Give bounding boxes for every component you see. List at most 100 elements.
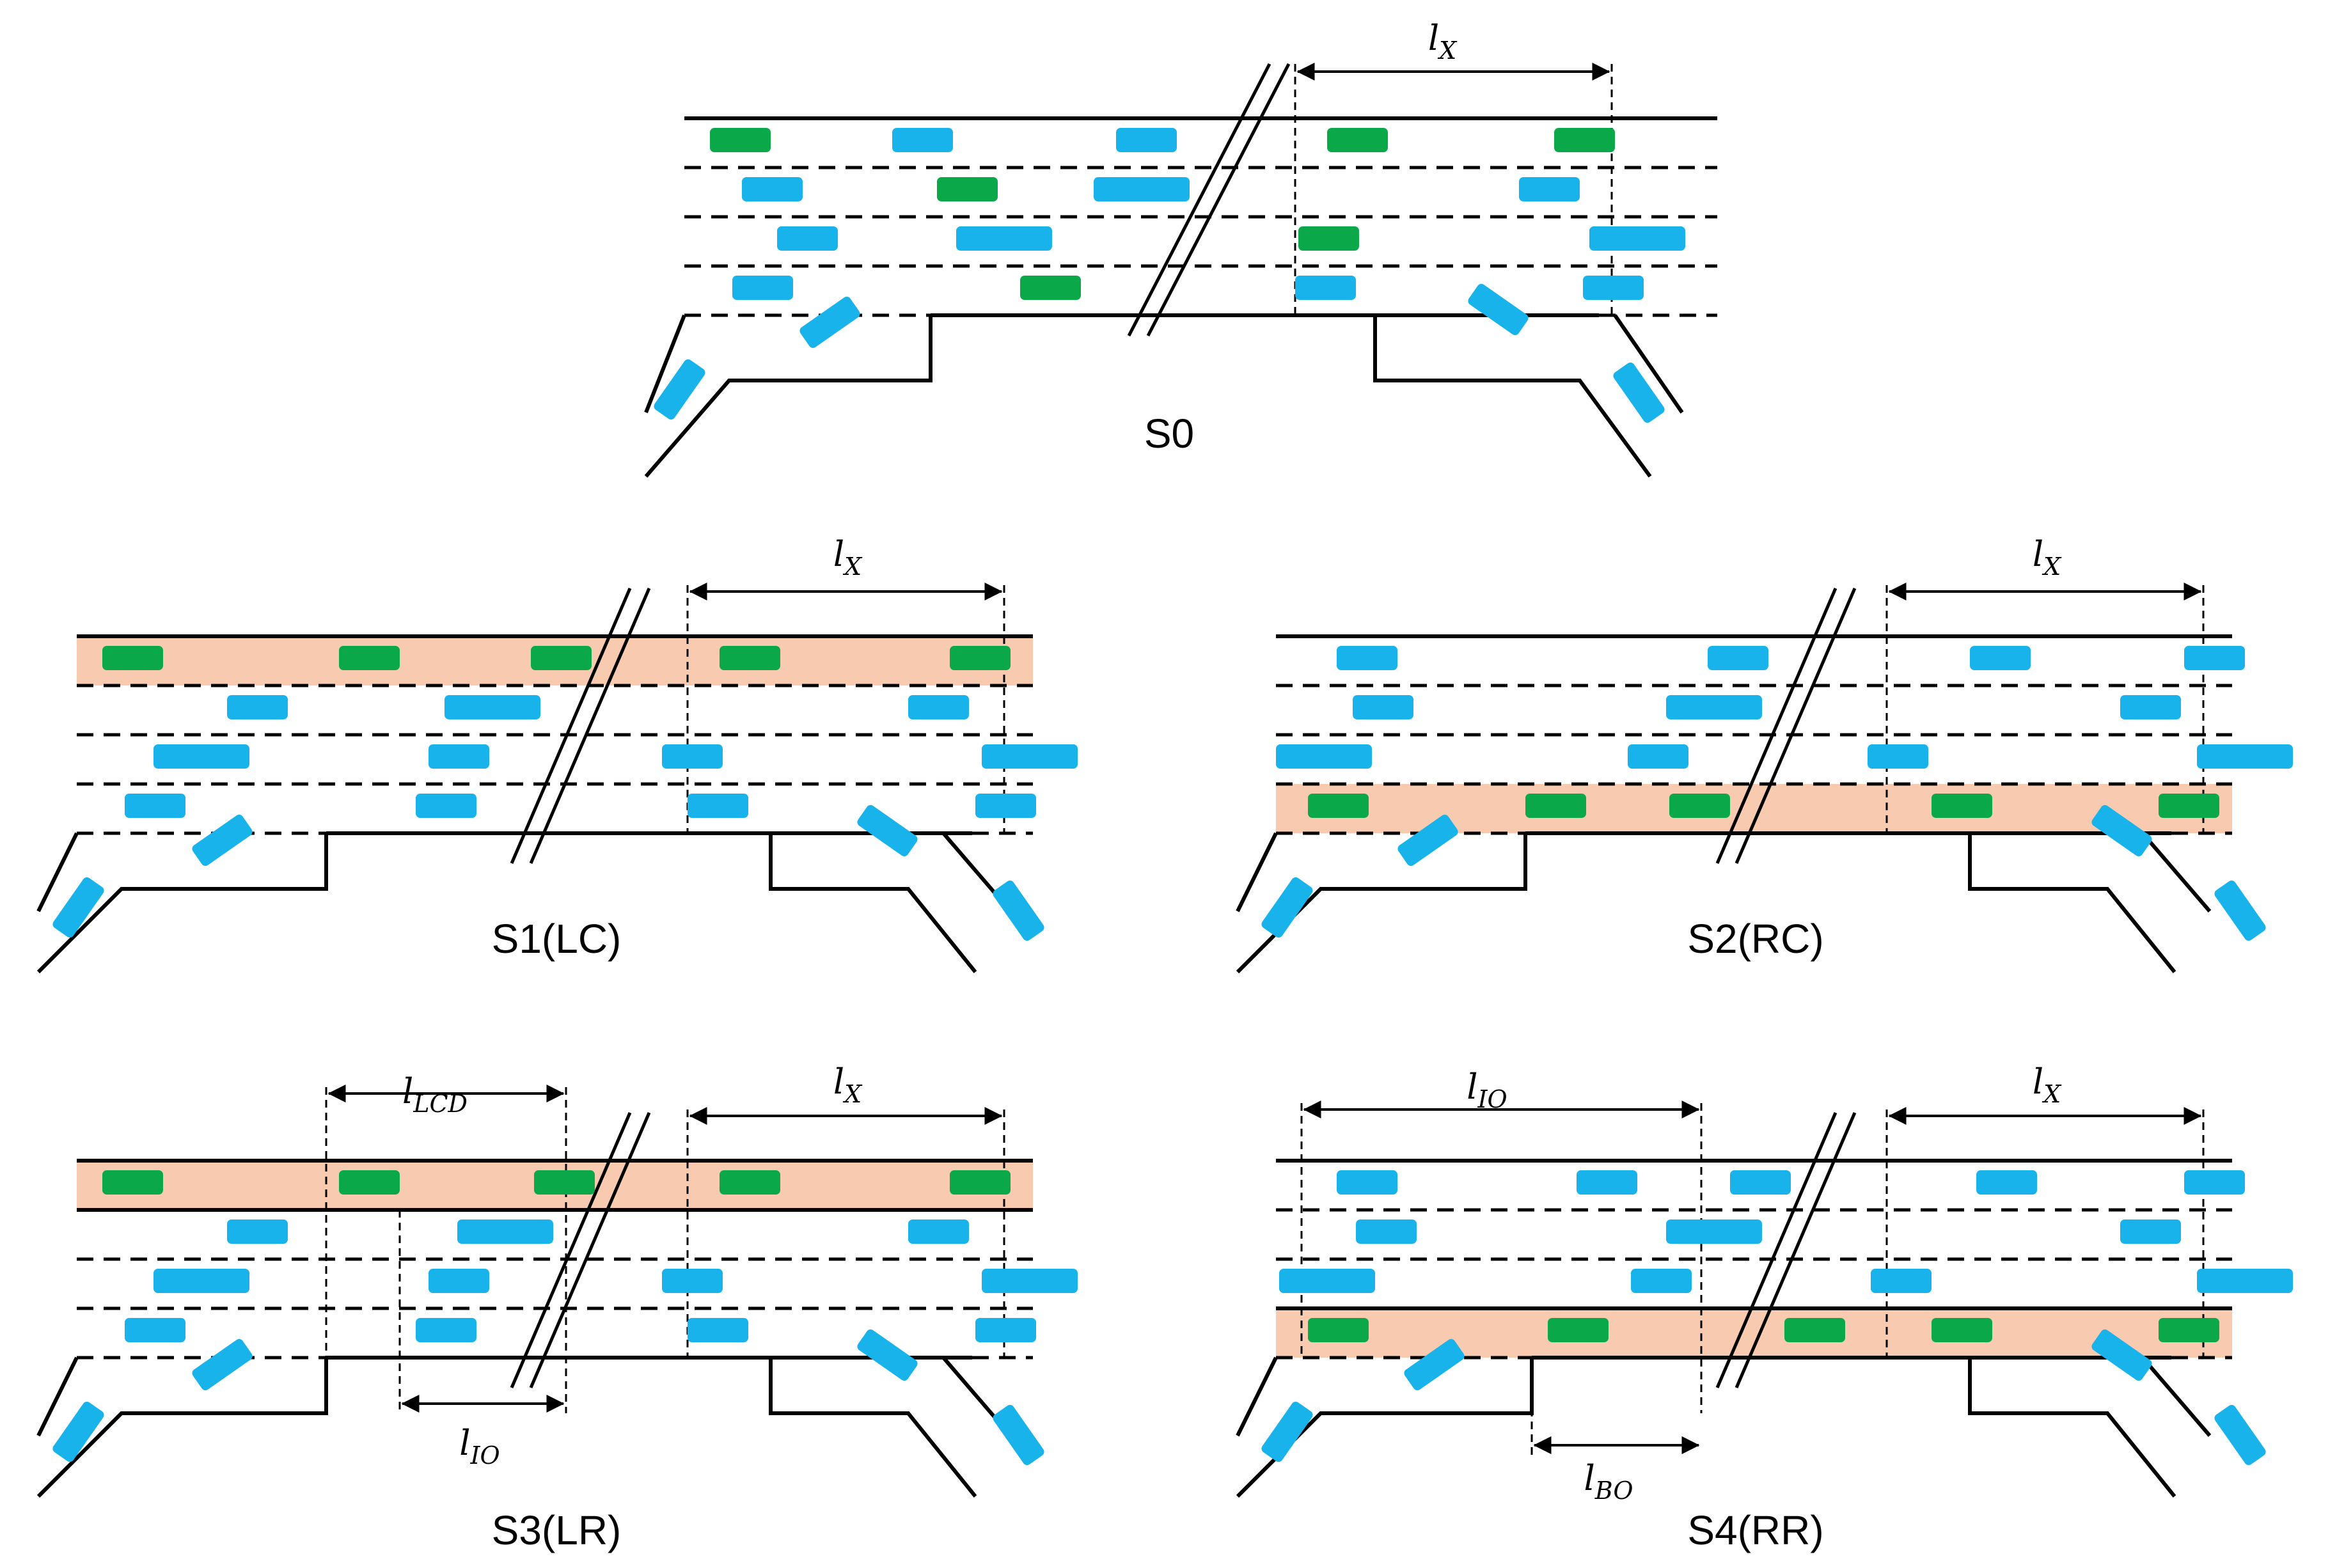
car-blue-diverging	[1468, 283, 1529, 336]
scenario-s0	[644, 63, 1717, 478]
car-green	[102, 1170, 163, 1195]
car-blue	[2184, 1170, 2245, 1195]
car-blue	[1337, 1170, 1397, 1195]
car-blue	[1276, 744, 1372, 769]
on-ramp-inner	[36, 833, 328, 974]
car-blue	[52, 1401, 104, 1462]
off-ramp-outer	[1613, 314, 1684, 414]
car-blue	[1404, 1338, 1465, 1391]
car-blue	[1397, 814, 1458, 866]
car-blue	[1970, 646, 2031, 670]
scenario-title-s4: S4(RR)	[1687, 1507, 1823, 1553]
break-line-2	[529, 588, 651, 864]
car-blue	[227, 1219, 288, 1244]
dim-label-s0-x: lX	[1428, 18, 1458, 65]
car-blue	[1116, 128, 1177, 152]
scenario-s3	[36, 1085, 1078, 1498]
scenario-title-s1: S1(LC)	[492, 916, 622, 962]
car-green	[1525, 794, 1586, 818]
car-green	[950, 1170, 1011, 1195]
car-green	[1669, 794, 1730, 818]
car-blue	[1519, 177, 1580, 201]
dim-label-s3-lcd: lLCD	[402, 1071, 468, 1118]
car-blue	[956, 226, 1052, 251]
car-blue	[2197, 744, 2293, 769]
dim-label-s4-x: lX	[2033, 1062, 2062, 1108]
car-blue	[2091, 1329, 2152, 1381]
car-blue	[857, 1329, 918, 1381]
car-blue	[777, 226, 838, 251]
car-green	[710, 128, 771, 152]
car-green	[339, 646, 400, 670]
car-green	[937, 177, 998, 201]
on-ramp-inner	[644, 315, 932, 478]
car-green	[720, 1170, 780, 1195]
on-ramp-outer	[36, 1356, 79, 1437]
car-blue	[2214, 1404, 2266, 1466]
break-line-2	[1735, 1112, 1857, 1388]
car-blue	[125, 1318, 185, 1342]
car-blue	[429, 1269, 489, 1293]
car-blue	[1295, 276, 1356, 300]
car-blue	[192, 1338, 253, 1391]
car-green	[1932, 1318, 1992, 1342]
car-blue	[227, 695, 288, 719]
car-blue	[993, 1404, 1044, 1466]
car-blue	[416, 1318, 476, 1342]
car-blue	[1261, 1401, 1313, 1462]
on-ramp-outer	[36, 832, 79, 913]
car-blue	[662, 1269, 723, 1293]
dim-label-s4-bo: lBO	[1584, 1458, 1633, 1505]
scenario-s4	[1236, 1101, 2293, 1498]
car-blue	[445, 695, 540, 719]
break-line-2	[1735, 588, 1857, 864]
scenario-s1	[36, 583, 1078, 974]
car-blue	[1868, 744, 1928, 769]
car-blue	[975, 1318, 1036, 1342]
on-ramp-outer	[1236, 832, 1278, 913]
car-blue-onramp	[654, 359, 705, 420]
car-blue	[908, 695, 969, 719]
off-ramp-inner	[769, 833, 977, 973]
car-blue	[1871, 1269, 1932, 1293]
car-green	[534, 1170, 595, 1195]
car-blue	[1631, 1269, 1692, 1293]
car-blue	[1708, 646, 1768, 670]
car-blue	[2120, 1219, 2181, 1244]
car-blue	[1666, 695, 1762, 719]
car-blue-offramp	[1613, 362, 1665, 423]
car-blue	[153, 744, 249, 769]
car-green	[1548, 1318, 1609, 1342]
car-blue	[688, 794, 748, 818]
scenario-s2	[1236, 583, 2293, 974]
scenario-title-s3: S3(LR)	[492, 1507, 622, 1553]
car-blue	[892, 128, 953, 152]
car-blue-merging	[799, 296, 860, 349]
on-ramp-outer	[644, 314, 686, 414]
off-ramp-inner	[1968, 1358, 2176, 1498]
dim-label-s3-x: lX	[833, 1062, 863, 1108]
car-blue	[1666, 1219, 1762, 1244]
car-green	[102, 646, 163, 670]
dim-label-s4-io: lIO	[1467, 1067, 1507, 1113]
car-blue	[1589, 226, 1685, 251]
car-blue	[975, 794, 1036, 818]
car-blue	[457, 1219, 553, 1244]
dim-label-s2-x: lX	[2033, 534, 2062, 581]
break-line-1	[1715, 588, 1837, 864]
car-green	[339, 1170, 400, 1195]
car-blue	[1583, 276, 1644, 300]
car-blue	[1279, 1269, 1375, 1293]
car-blue	[1337, 646, 1397, 670]
car-green	[1327, 128, 1388, 152]
car-green	[531, 646, 592, 670]
car-blue	[2197, 1269, 2293, 1293]
car-blue	[1261, 877, 1313, 938]
car-blue	[662, 744, 723, 769]
car-blue	[742, 177, 803, 201]
dim-label-s1-x: lX	[833, 534, 863, 581]
scenario-title-s0: S0	[1144, 411, 1194, 457]
car-blue	[1628, 744, 1688, 769]
break-line-1	[510, 1112, 632, 1388]
